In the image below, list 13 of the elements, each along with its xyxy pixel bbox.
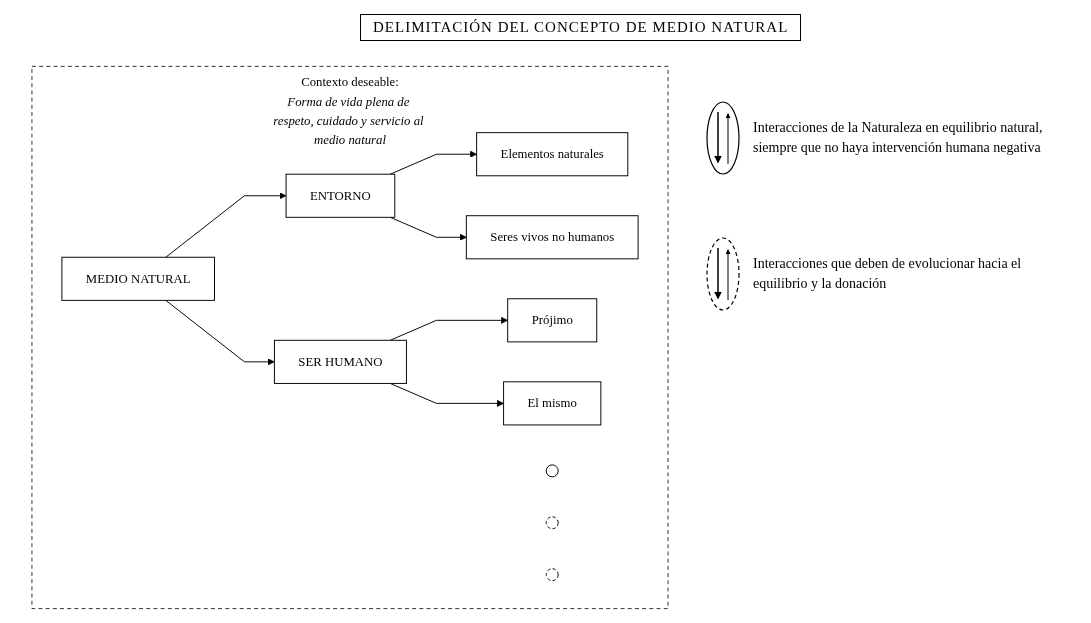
node-box: Seres vivos no humanos [465,215,639,260]
node-circle [545,516,559,530]
node-circle [545,464,559,478]
title: DELIMITACIÓN DEL CONCEPTO DE MEDIO NATURAL [360,14,802,41]
node-box: Prójimo [507,298,598,343]
node-box: MEDIO NATURAL [61,256,215,301]
node-box: SER HUMANO [273,339,407,384]
node-box: Elementos naturales [476,132,629,177]
legend-text: Interacciones de la Naturaleza en equilibrio natural, siempre que no haya intervención humana negativa [753,119,1044,157]
node-circle [545,568,559,582]
node-box: El mismo [503,381,602,426]
legend-text: Interacciones que deben de evolucionar hacia el equilibrio y la donación [753,255,1023,293]
node-box: ENTORNO [285,173,396,218]
